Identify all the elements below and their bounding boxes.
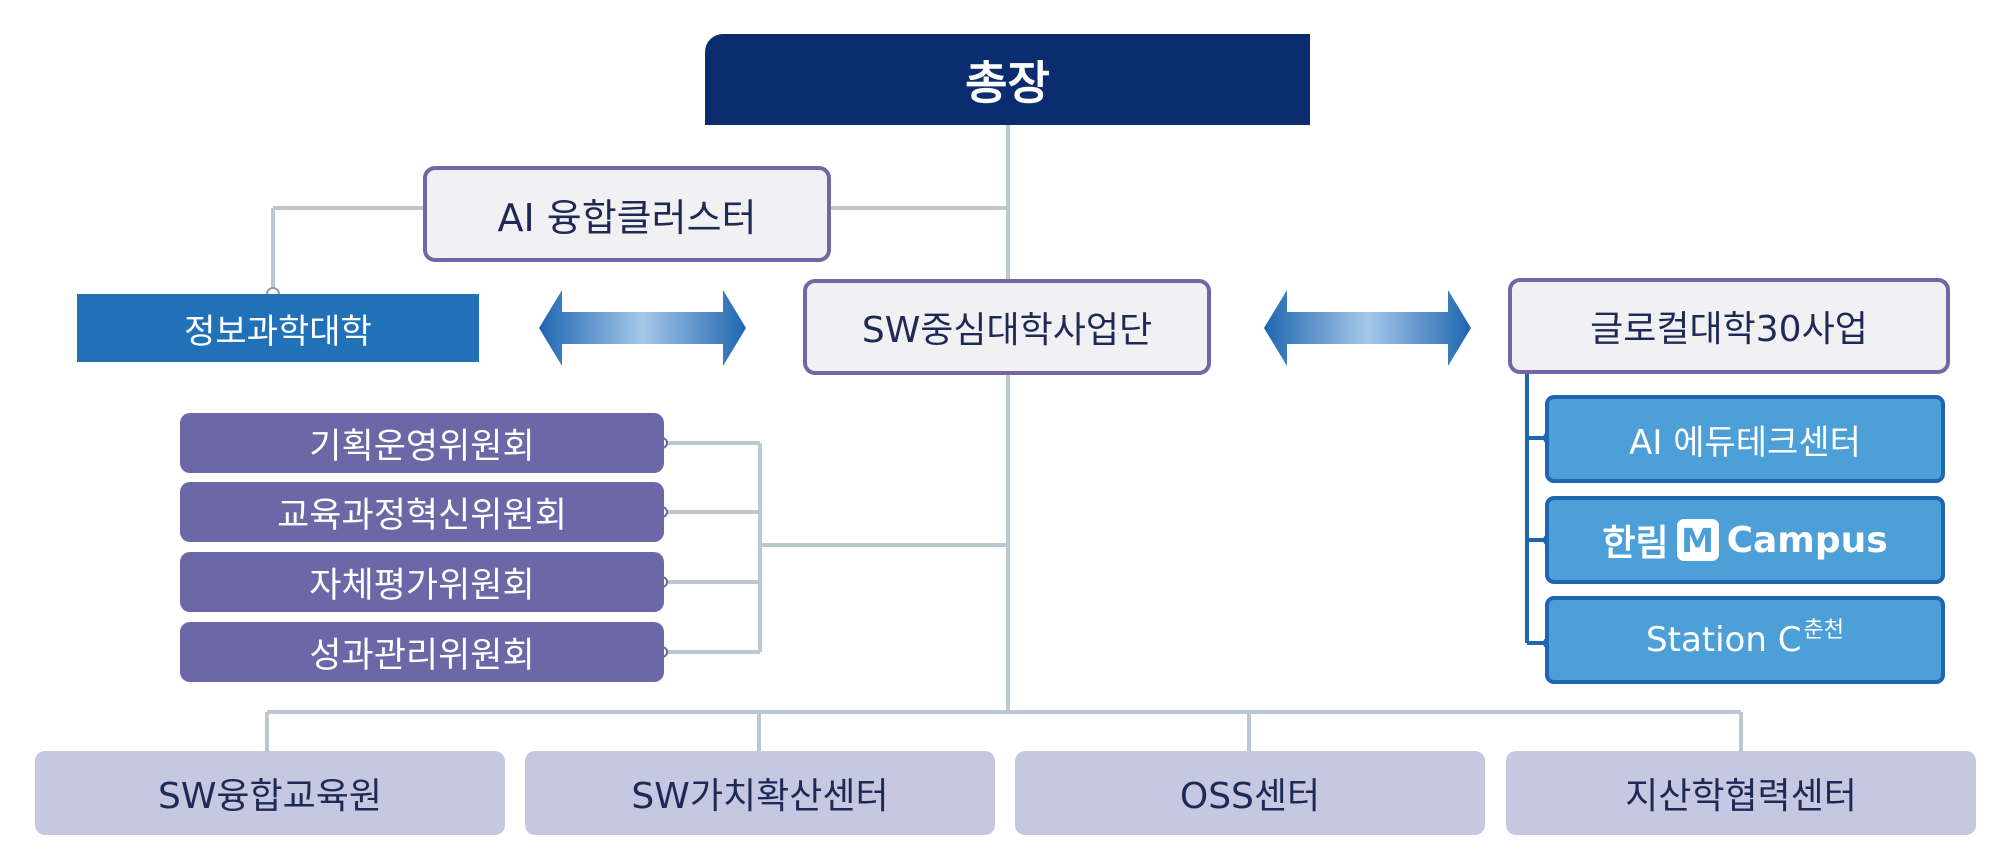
station-c-box: Station C춘천 <box>1545 596 1945 684</box>
double-arrow-icon <box>539 290 746 366</box>
edutech-center-label: AI 에듀테크센터 <box>1629 422 1861 463</box>
bottom-unit-box: SW가치확산센터 <box>525 751 995 835</box>
hallym-mcampus-logo: 한림 M Campus <box>1602 514 1888 566</box>
committee-box: 성과관리위원회 <box>180 622 664 682</box>
station-c-superscript: 춘천 <box>1803 618 1844 643</box>
committee-box: 기획운영위원회 <box>180 413 664 473</box>
station-c-label: Station C <box>1646 620 1802 660</box>
college-label: 정보과학대학 <box>184 311 372 352</box>
ai-cluster-label: AI 융합클러스터 <box>497 195 757 240</box>
sw-center-label: SW중심대학사업단 <box>861 310 1153 351</box>
bottom-unit-box: OSS센터 <box>1015 751 1485 835</box>
hallym-label: 한림 <box>1602 523 1669 564</box>
ai-cluster-box: AI 융합클러스터 <box>423 166 831 262</box>
committee-label: 기획운영위원회 <box>309 426 535 467</box>
president-box: 총장 <box>705 34 1310 125</box>
hallym-mcampus-box: 한림 M Campus <box>1545 496 1945 584</box>
campus-label: Campus <box>1726 519 1888 561</box>
bottom-unit-box: 지산학협력센터 <box>1506 751 1976 835</box>
bottom-unit-label: OSS센터 <box>1179 776 1321 817</box>
bottom-unit-label: SW가치확산센터 <box>631 776 889 817</box>
edutech-center-box: AI 에듀테크센터 <box>1545 395 1945 483</box>
president-label: 총장 <box>965 55 1050 110</box>
committee-box: 교육과정혁신위원회 <box>180 482 664 542</box>
bottom-unit-box: SW융합교육원 <box>35 751 505 835</box>
college-box: 정보과학대학 <box>77 294 479 362</box>
committee-label: 자체평가위원회 <box>309 565 535 606</box>
glocal-box: 글로컬대학30사업 <box>1508 278 1950 374</box>
glocal-label: 글로컬대학30사업 <box>1590 309 1868 350</box>
m-logo-icon: M <box>1676 519 1719 561</box>
committee-label: 교육과정혁신위원회 <box>277 495 567 536</box>
committee-label: 성과관리위원회 <box>309 635 535 676</box>
committee-box: 자체평가위원회 <box>180 552 664 612</box>
station-c-text: Station C춘천 <box>1646 618 1844 660</box>
bottom-unit-label: 지산학협력센터 <box>1625 776 1857 817</box>
bottom-unit-label: SW융합교육원 <box>157 776 383 817</box>
double-arrow-icon <box>1264 290 1471 366</box>
sw-center-box: SW중심대학사업단 <box>803 279 1211 375</box>
